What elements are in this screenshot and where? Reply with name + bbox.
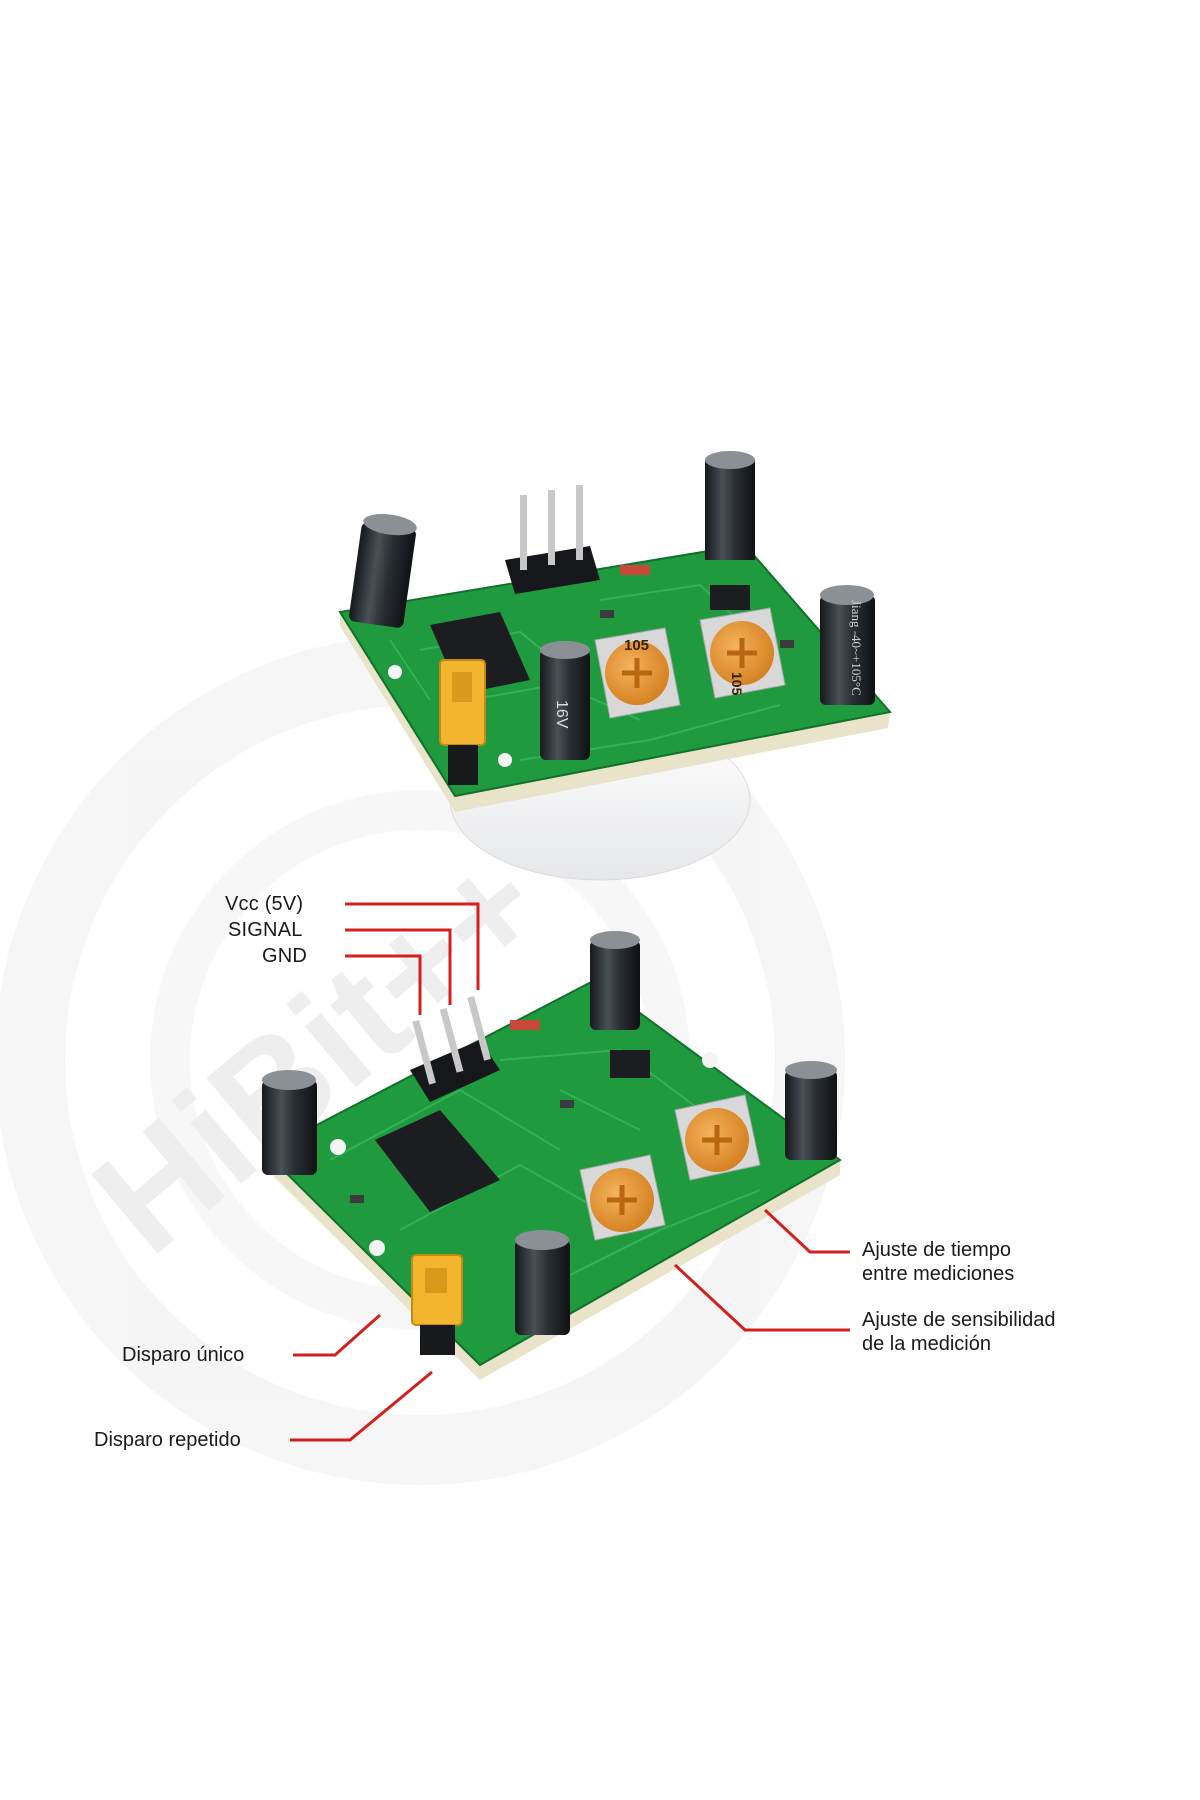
electrolytic-capacitor [349,514,417,628]
ic-chip [375,1110,500,1212]
smd-diode [510,1020,540,1030]
trigger-jumper [439,659,486,785]
trimmer-code: 105 [624,637,649,654]
capacitor-label: Jiang -40~+105°C [849,600,864,696]
trimmer-potentiometer: 105 [699,607,786,699]
single-trigger-leader-line [293,1313,381,1357]
smd-component [600,610,614,618]
pin-label-signal: SIGNAL [228,919,303,941]
smd-component [350,1195,364,1203]
sensitivity-leader-line [673,1263,850,1332]
time-adjust-label-line2: entre mediciones [862,1263,1015,1285]
time-adjust-leader-line [763,1208,850,1254]
header-pins [505,485,600,594]
smd-regulator [710,585,750,610]
sensitivity-label-line2: de la medición [862,1333,991,1355]
trigger-jumper [411,1254,463,1355]
gnd-leader-line [345,954,422,1015]
electrolytic-capacitor [785,1061,837,1160]
smd-diode [620,565,650,575]
electrolytic-capacitor [705,451,755,560]
mount-hole [498,753,512,767]
mount-hole [330,1139,346,1155]
time-adjust-trimmer [674,1094,761,1181]
pcb-edge [340,612,890,812]
signal-leader-line [345,928,452,1005]
electrolytic-capacitor: Jiang -40~+105°C [820,585,875,705]
single-trigger-label: Disparo único [122,1344,245,1366]
repeat-trigger-label: Disparo repetido [94,1429,241,1451]
sensitivity-trimmer [579,1154,666,1241]
electrolytic-capacitor [515,1230,570,1335]
header-pins [410,996,500,1102]
electrolytic-capacitor [590,931,640,1030]
mount-hole [388,665,402,679]
sensitivity-label-line1: Ajuste de sensibilidad [862,1309,1056,1331]
trimmer-potentiometer: 105 [594,627,681,719]
pin-label-gnd: GND [262,945,308,967]
top-pir-board: Jiang -40~+105°C 16V 105 105 [338,451,892,881]
mount-hole [369,1240,385,1256]
pin-label-vcc: Vcc (5V) [225,893,304,915]
trimmer-code: 105 [729,672,745,696]
mount-hole [702,1052,718,1068]
electrolytic-capacitor [262,1070,317,1175]
bottom-pir-board [262,931,842,1380]
time-adjust-label-line1: Ajuste de tiempo [862,1239,1011,1261]
repeat-trigger-leader-line [290,1370,433,1442]
leader-lines [290,902,850,1442]
vcc-leader-line [345,902,480,990]
smd-component [560,1100,574,1108]
electrolytic-capacitor: 16V [540,641,590,760]
smd-component [780,640,794,648]
smd-regulator [610,1050,650,1078]
capacitor-voltage-label: 16V [553,700,570,729]
